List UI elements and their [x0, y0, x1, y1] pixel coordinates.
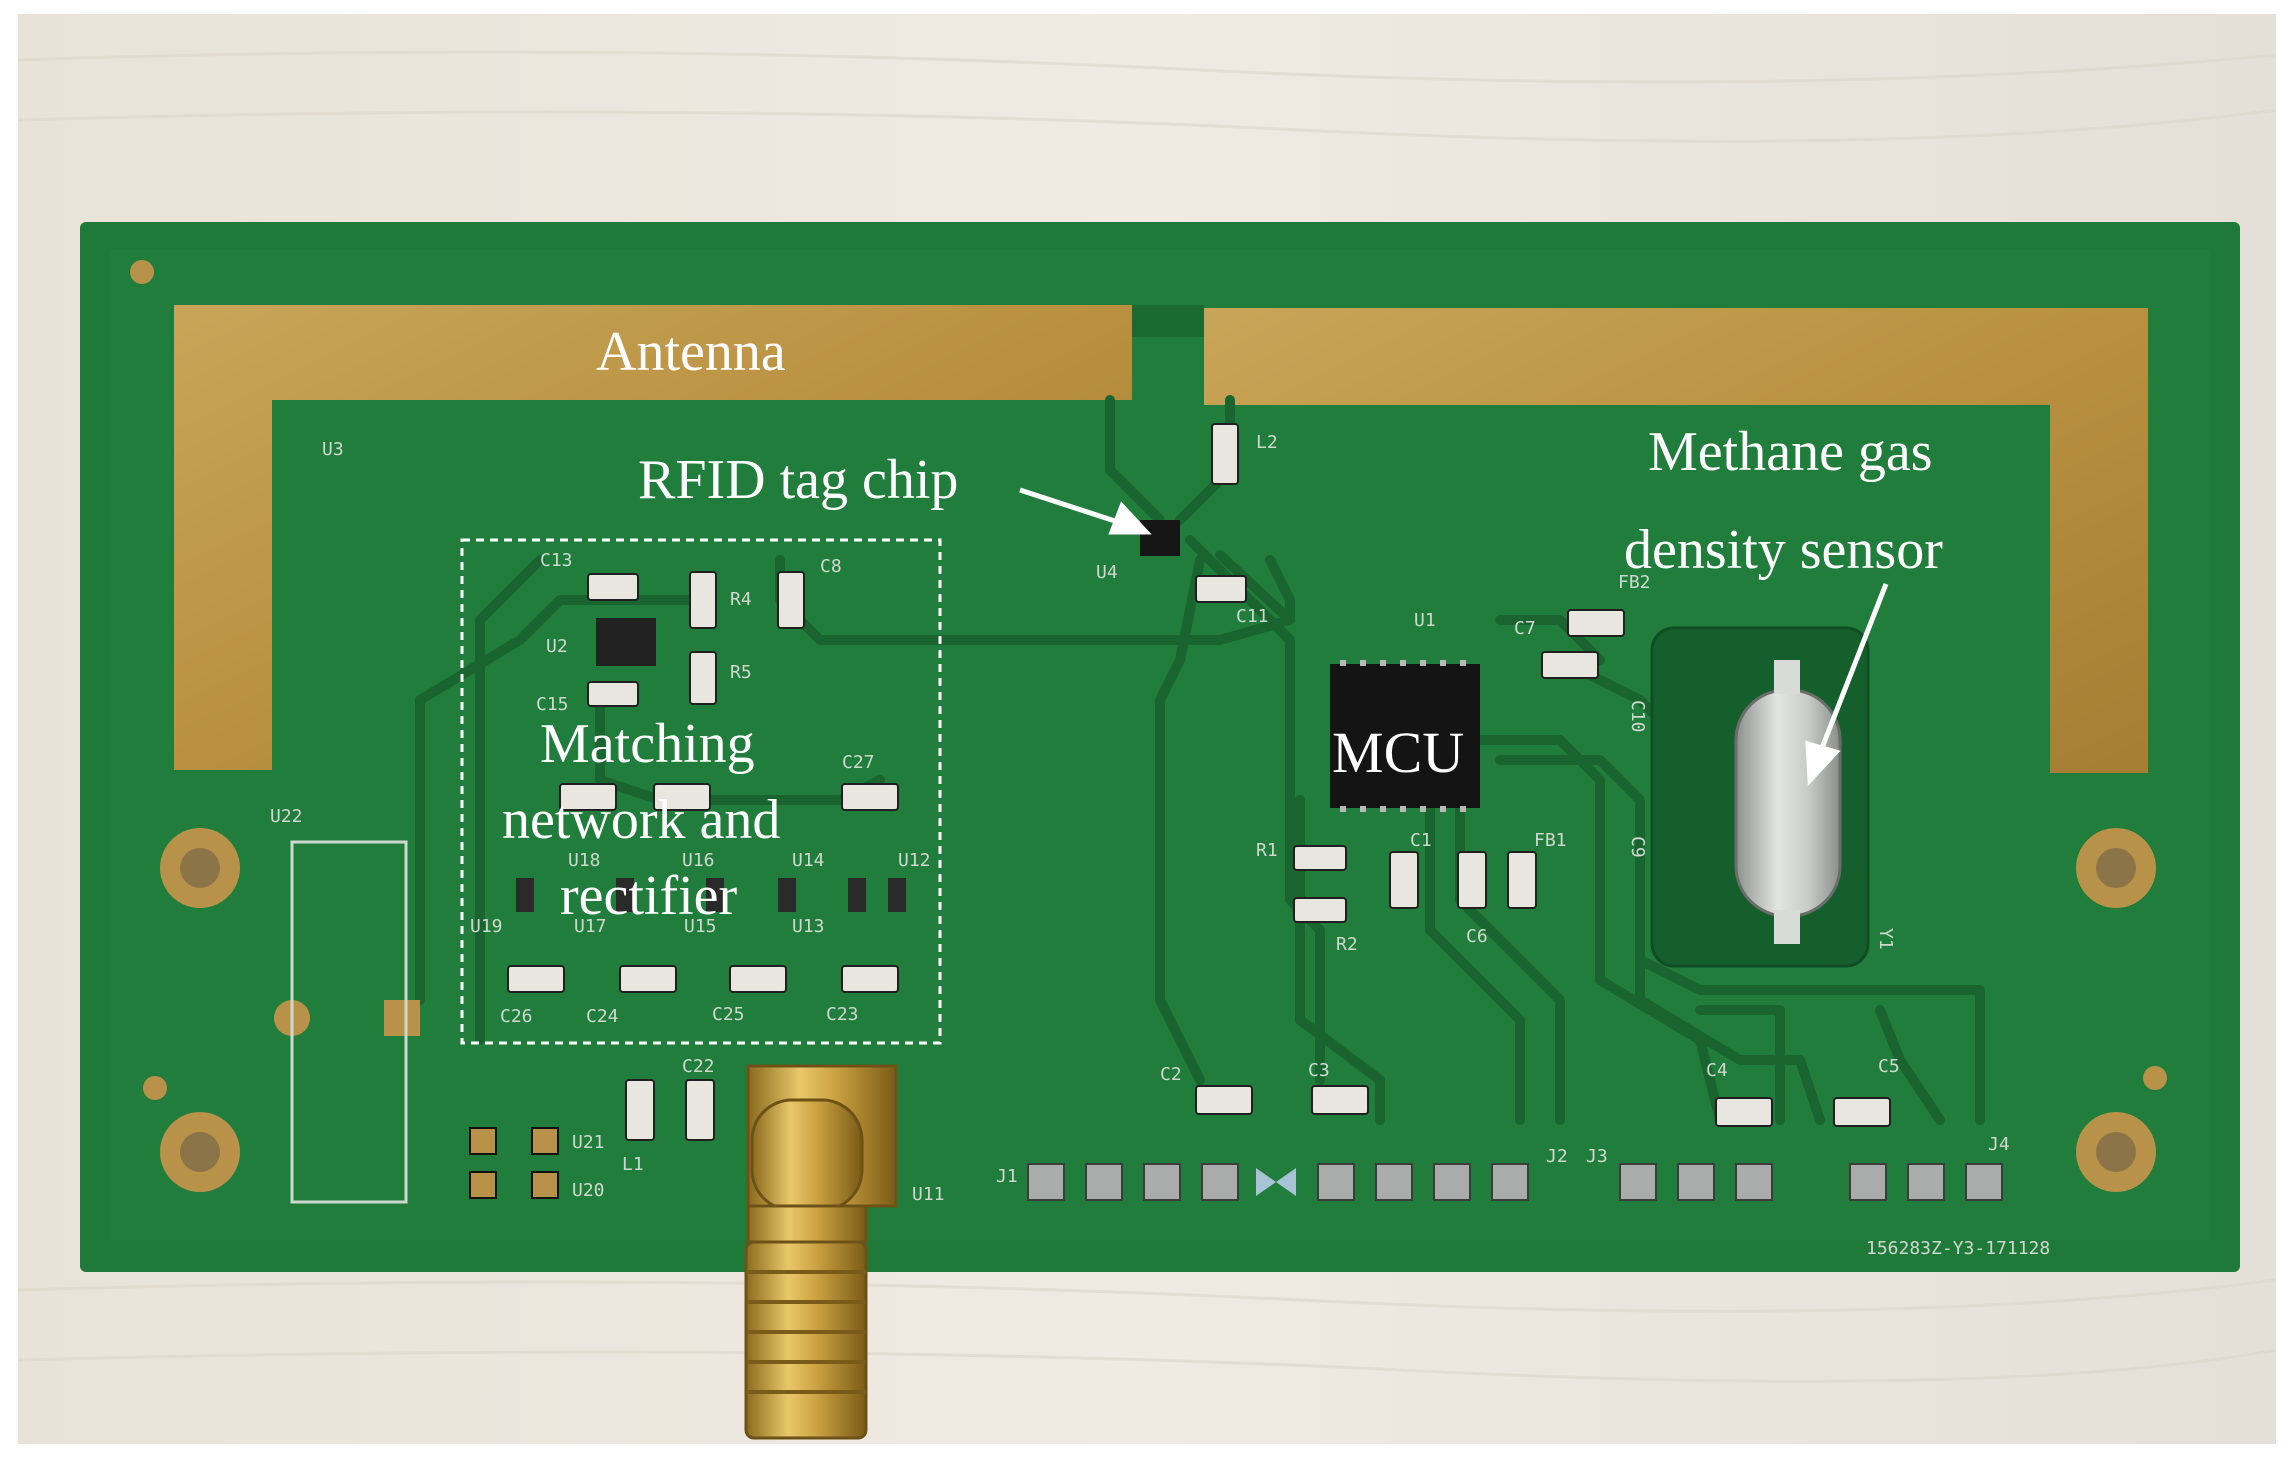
sma-connector	[744, 1064, 898, 1440]
silk-r5: R5	[730, 662, 752, 683]
silk-c26: C26	[500, 1006, 533, 1027]
silk-c4: C4	[1706, 1060, 1728, 1081]
silk-c1: C1	[1410, 830, 1432, 851]
silk-fb1: FB1	[1534, 830, 1567, 851]
rfid-chip	[1140, 520, 1180, 556]
mcu-pins	[1340, 660, 1466, 812]
arrow-marks	[1256, 1168, 1296, 1196]
silk-r1: R1	[1256, 840, 1278, 861]
label-rfid-tag-chip: RFID tag chip	[638, 449, 958, 511]
silk-c27: C27	[842, 752, 875, 773]
silk-l2: L2	[1256, 432, 1278, 453]
silk-c9: C9	[1627, 836, 1648, 858]
silk-j4: J4	[1988, 1134, 2010, 1155]
pin-headers	[1027, 1163, 2003, 1201]
silk-u19: U19	[470, 916, 503, 937]
label-methane-line2: density sensor	[1624, 519, 1943, 581]
sensor-tab-top	[1774, 660, 1800, 694]
silk-u15: U15	[684, 916, 717, 937]
label-methane-line1: Methane gas	[1648, 421, 1933, 483]
small-pads	[469, 1127, 559, 1199]
silk-u4: U4	[1096, 562, 1118, 583]
antenna-right-arm	[1204, 308, 2148, 773]
silk-c7: C7	[1514, 618, 1536, 639]
silk-j2: J2	[1546, 1146, 1568, 1167]
silk-r2: R2	[1336, 934, 1358, 955]
silk-u13: U13	[792, 916, 825, 937]
silk-l1: L1	[622, 1154, 644, 1175]
antenna-left-arm	[174, 305, 1132, 770]
silk-c10: C10	[1627, 700, 1648, 733]
label-matching-line2: network and	[502, 789, 780, 851]
silk-serial: 156283Z-Y3-171128	[1866, 1238, 2050, 1259]
silk-u3: U3	[322, 439, 344, 460]
mounting-holes	[130, 260, 2167, 1192]
silk-u21: U21	[572, 1132, 605, 1153]
label-mcu: MCU	[1332, 720, 1464, 785]
label-matching-line1: Matching	[540, 713, 755, 775]
silk-u12: U12	[898, 850, 931, 871]
silkscreen-labels: U3 L2 U4 C11 C13 C8 R4 U2 R5 C15 C27 U18…	[270, 432, 2050, 1259]
silk-r4: R4	[730, 589, 752, 610]
u22-outline	[290, 840, 408, 1204]
silk-j1: J1	[996, 1166, 1018, 1187]
silk-c25: C25	[712, 1004, 745, 1025]
silk-u20: U20	[572, 1180, 605, 1201]
silk-c15: C15	[536, 694, 569, 715]
silk-c2: C2	[1160, 1064, 1182, 1085]
silk-u22: U22	[270, 806, 303, 827]
sensor-body	[1734, 688, 1842, 918]
label-matching-line3: rectifier	[560, 865, 738, 927]
silk-u14: U14	[792, 850, 825, 871]
silk-c8: C8	[820, 556, 842, 577]
wood-grain	[17, 50, 2277, 1383]
silk-u17: U17	[574, 916, 607, 937]
silk-c5: C5	[1878, 1056, 1900, 1077]
silk-u18: U18	[568, 850, 601, 871]
silk-c24: C24	[586, 1006, 619, 1027]
silk-c11: C11	[1236, 606, 1269, 627]
silk-c22: C22	[682, 1056, 715, 1077]
silk-c23: C23	[826, 1004, 859, 1025]
annotation-arrows	[1019, 487, 1889, 787]
silk-u16: U16	[682, 850, 715, 871]
silk-c6: C6	[1466, 926, 1488, 947]
silk-j3: J3	[1586, 1146, 1608, 1167]
silk-u1: U1	[1414, 610, 1436, 631]
label-antenna: Antenna	[596, 321, 786, 383]
sensor-tab-bottom	[1774, 910, 1800, 944]
silk-u2: U2	[546, 636, 568, 657]
silk-c13: C13	[540, 550, 573, 571]
silk-u11: U11	[912, 1184, 945, 1205]
silk-c3: C3	[1308, 1060, 1330, 1081]
silk-y1: Y1	[1875, 928, 1896, 950]
silk-fb2: FB2	[1618, 572, 1651, 593]
matching-network-box	[460, 538, 942, 1045]
mcu-chip	[1330, 664, 1480, 808]
antenna-feed	[1132, 305, 1204, 337]
